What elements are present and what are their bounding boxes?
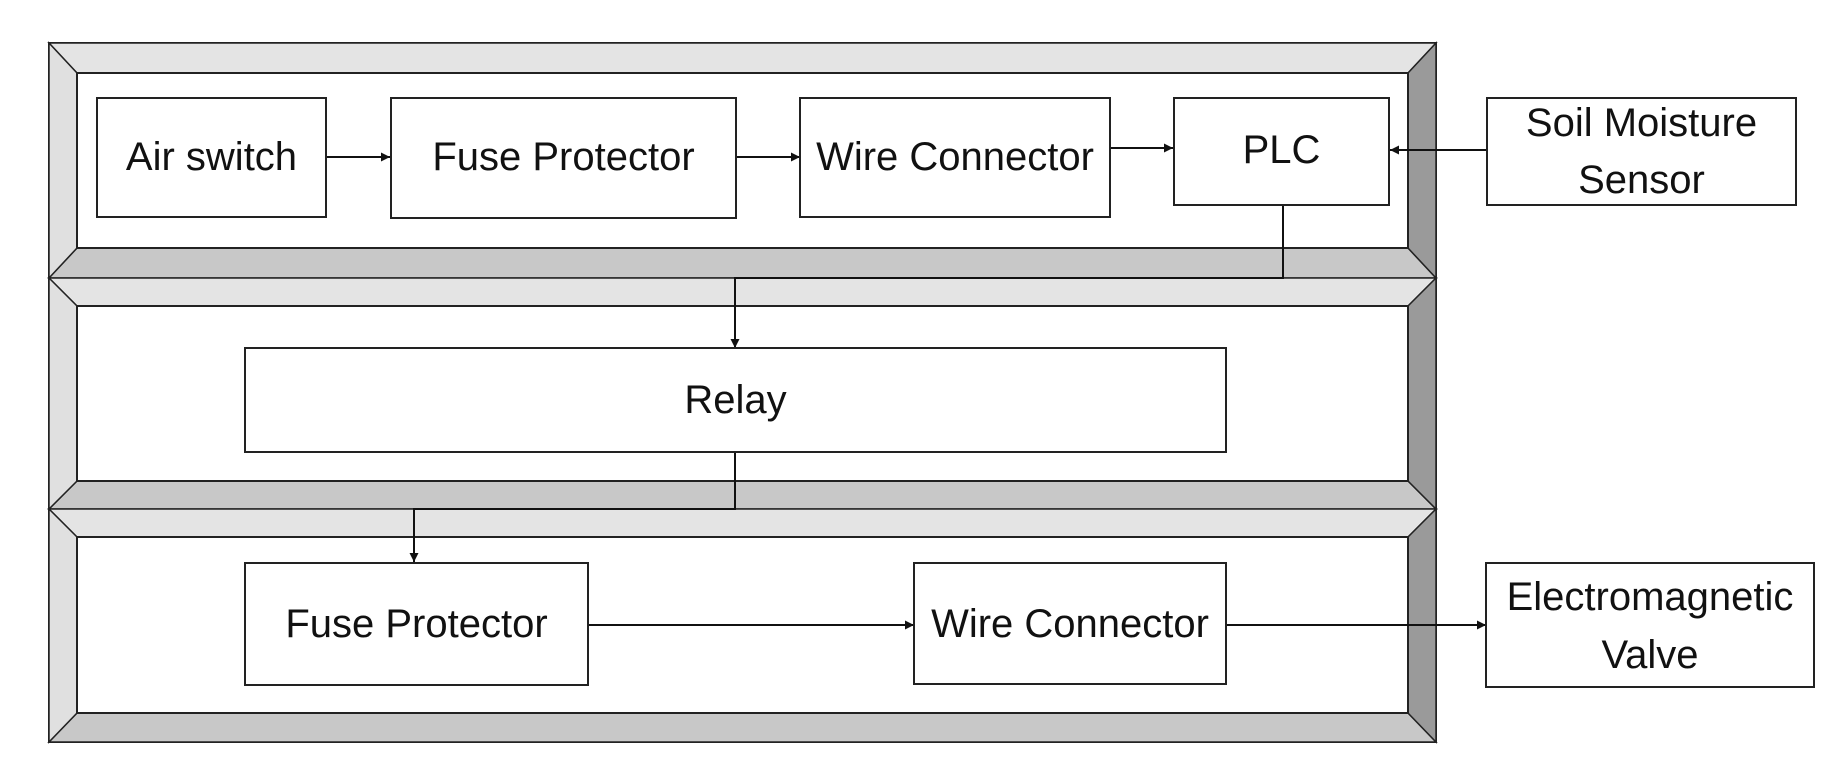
soil-moisture-sensor-box: Soil Moisture Sensor [1486, 97, 1797, 206]
relay-label: Relay [684, 378, 786, 422]
fuse-protector-label: Fuse Protector [432, 135, 694, 179]
wire-connector-box: Wire Connector [799, 97, 1111, 218]
fuse-protector-box: Fuse Protector [390, 97, 737, 219]
electromagnetic-valve-box: Electromagnetic Valve [1485, 562, 1815, 688]
plc-box: PLC [1173, 97, 1390, 206]
plc-label: PLC [1243, 128, 1321, 172]
air-switch-label: Air switch [126, 135, 297, 179]
arrow-plc-to-relay [730, 205, 1284, 348]
electromagnetic-valve-label-line1: Electromagnetic [1507, 575, 1794, 619]
soil-moisture-sensor-label-line2: Sensor [1578, 158, 1705, 202]
arrow-relay-to-fuse-lower [409, 452, 736, 562]
fuse-protector-lower-box: Fuse Protector [244, 562, 589, 686]
electromagnetic-valve-label-line2: Valve [1601, 633, 1698, 677]
connectors [326, 143, 1487, 630]
soil-moisture-sensor-label-line1: Soil Moisture [1526, 101, 1757, 145]
fuse-protector-lower-label: Fuse Protector [285, 602, 547, 646]
air-switch-box: Air switch [96, 97, 327, 218]
wire-connector-lower-box: Wire Connector [913, 562, 1227, 685]
wire-connector-lower-label: Wire Connector [931, 602, 1209, 646]
wire-connector-label: Wire Connector [816, 135, 1094, 179]
relay-box: Relay [244, 347, 1227, 453]
